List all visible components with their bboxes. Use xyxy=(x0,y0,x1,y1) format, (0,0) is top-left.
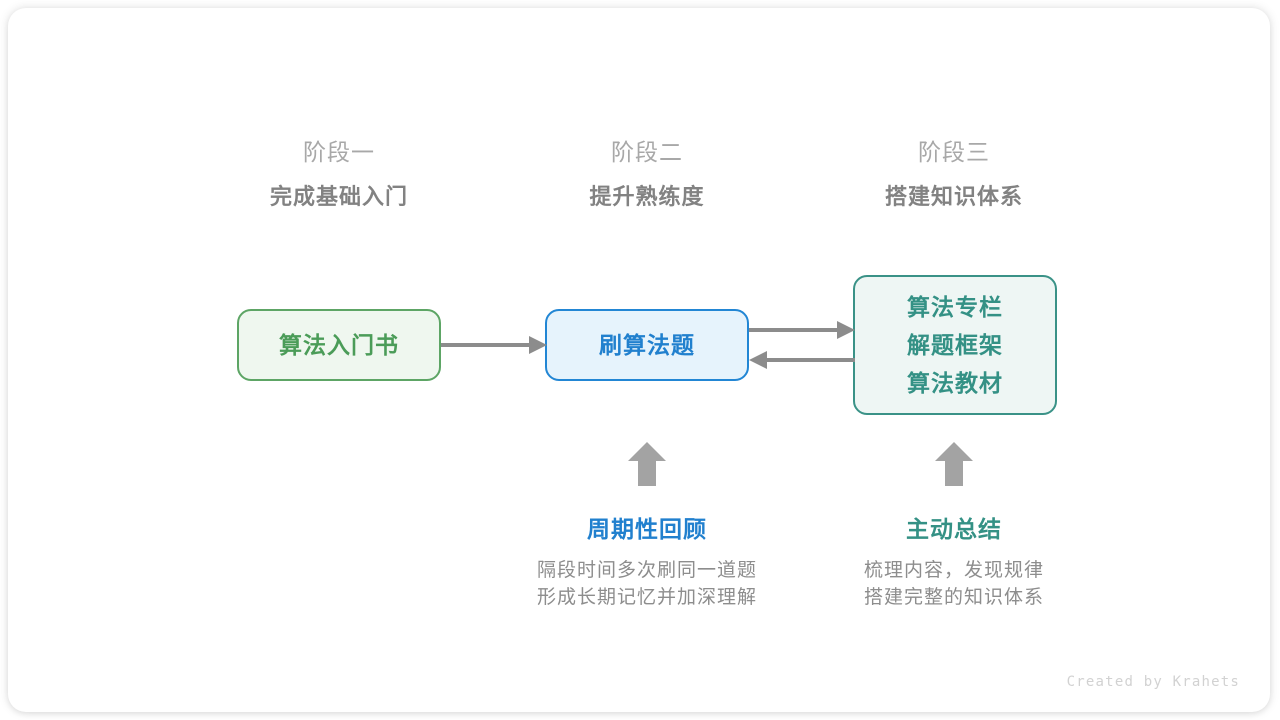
annotation-desc-summary-line-2: 搭建完整的知识体系 xyxy=(863,587,1044,608)
stage-title-1: 完成基础入门 xyxy=(269,184,408,209)
stage-title-2: 提升熟练度 xyxy=(589,184,705,209)
node-label-resources-3: 算法教材 xyxy=(907,370,1003,396)
node-algorithm-intro-book[interactable]: 算法入门书 xyxy=(237,309,441,381)
annotation-desc-review-line-2: 形成长期记忆并加深理解 xyxy=(536,587,757,608)
node-practice-problems[interactable]: 刷算法题 xyxy=(545,309,749,381)
annotation-title-summary: 主动总结 xyxy=(906,516,1002,542)
stage-header-2: 阶段二 提升熟练度 xyxy=(517,137,777,213)
up-arrow-review-icon xyxy=(628,442,666,486)
stage-title-3: 搭建知识体系 xyxy=(884,184,1023,209)
stage-header-3: 阶段三 搭建知识体系 xyxy=(824,137,1084,213)
annotation-desc-review-line-1: 隔段时间多次刷同一道题 xyxy=(536,560,757,581)
arrow-book-to-practice-icon xyxy=(441,336,547,354)
stage-header-1: 阶段一 完成基础入门 xyxy=(209,137,469,213)
annotation-desc-summary: 梳理内容，发现规律 搭建完整的知识体系 xyxy=(804,557,1104,611)
arrow-practice-to-resources-icon xyxy=(749,321,855,339)
node-label-resources-1: 算法专栏 xyxy=(907,294,1003,320)
annotation-desc-review: 隔段时间多次刷同一道题 形成长期记忆并加深理解 xyxy=(497,557,797,611)
watermark-credit: Created by Krahets xyxy=(1066,674,1240,690)
arrow-resources-to-practice-icon xyxy=(749,351,855,369)
annotation-desc-summary-line-1: 梳理内容，发现规律 xyxy=(863,560,1044,581)
up-arrow-summary-icon xyxy=(935,442,973,486)
node-label-book: 算法入门书 xyxy=(279,332,399,358)
stage-index-1: 阶段一 xyxy=(303,139,375,165)
annotation-title-review: 周期性回顾 xyxy=(587,516,707,542)
node-label-resources-2: 解题框架 xyxy=(907,332,1003,358)
node-label-practice: 刷算法题 xyxy=(599,332,695,358)
stage-index-2: 阶段二 xyxy=(611,139,683,165)
stage-index-3: 阶段三 xyxy=(918,139,990,165)
annotation-active-summary: 主动总结 梳理内容，发现规律 搭建完整的知识体系 xyxy=(804,513,1104,611)
node-knowledge-resources[interactable]: 算法专栏 解题框架 算法教材 xyxy=(853,275,1057,415)
annotation-periodic-review: 周期性回顾 隔段时间多次刷同一道题 形成长期记忆并加深理解 xyxy=(497,513,797,611)
diagram-card: 阶段一 完成基础入门 阶段二 提升熟练度 阶段三 搭建知识体系 算法入门书 刷算… xyxy=(8,8,1270,712)
